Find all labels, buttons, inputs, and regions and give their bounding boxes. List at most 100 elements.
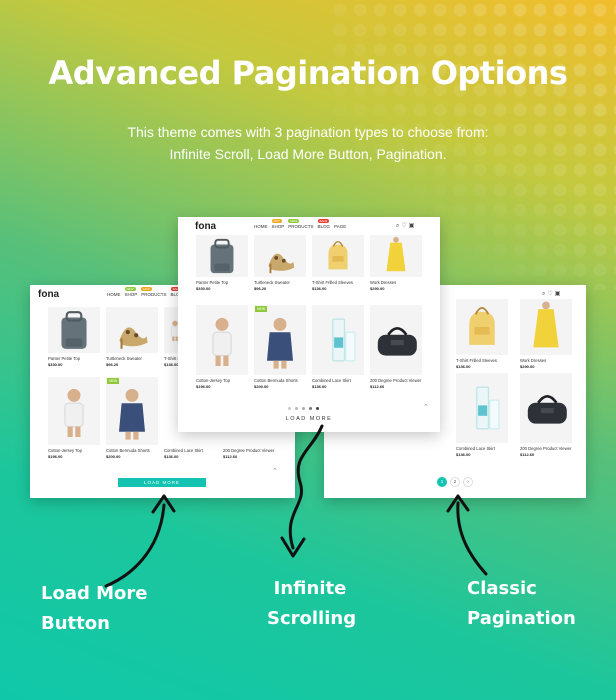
nav-tag-hot: HOT: [141, 287, 152, 291]
product-image[interactable]: [456, 373, 508, 443]
product-price: $136.00: [164, 362, 179, 367]
search-icon[interactable]: ⌕: [396, 222, 402, 229]
product-image[interactable]: [520, 373, 572, 443]
product-price: $196.00: [48, 454, 63, 459]
infinite-label-line2: Scrolling: [267, 608, 357, 629]
arrow-infinite: [288, 424, 324, 550]
heart-icon[interactable]: ♡: [547, 290, 555, 297]
product-price: $112.60: [223, 454, 238, 459]
product-image[interactable]: [312, 305, 364, 375]
product-price: $136.00: [456, 364, 471, 369]
load-more-button[interactable]: LOAD MORE: [118, 478, 206, 487]
page-title: Advanced Pagination Options: [48, 54, 568, 92]
product-name[interactable]: Work Dresses: [370, 280, 397, 285]
nav-home[interactable]: HOME: [254, 224, 268, 229]
product-image[interactable]: [370, 235, 422, 277]
infinite-label-line1: Infinite: [273, 578, 347, 599]
product-name[interactable]: Cotton Bermuda Shorts: [254, 378, 298, 383]
product-name[interactable]: 200 Degree Product Viewer: [370, 378, 422, 383]
loading-dot: [295, 407, 298, 410]
product-name[interactable]: Turtleneck Sweater: [254, 280, 290, 285]
product-price: $200.00: [254, 384, 269, 389]
product-price: $136.00: [456, 452, 471, 457]
classic-label: Classic Pagination: [467, 574, 576, 634]
product-name[interactable]: Combined Lace Skirt: [456, 446, 495, 451]
product-name[interactable]: Combined Lace Skirt: [164, 448, 203, 453]
product-image[interactable]: [196, 305, 248, 375]
product-price: $200.00: [106, 454, 121, 459]
product-name[interactable]: Panter Petite Top: [48, 356, 81, 361]
cart-icon[interactable]: ▣: [408, 222, 417, 229]
product-name[interactable]: Combined Lace Skirt: [312, 378, 351, 383]
header-icons: ⌕♡▣: [542, 290, 562, 298]
product-image[interactable]: [254, 305, 306, 375]
product-image[interactable]: [312, 235, 364, 277]
cart-icon[interactable]: ▣: [554, 290, 563, 297]
product-name[interactable]: Panter Petite Top: [196, 280, 229, 285]
product-name[interactable]: 200 Degree Product Viewer: [520, 446, 572, 451]
nav-page[interactable]: PAGE: [334, 224, 347, 229]
product-image[interactable]: [456, 299, 508, 355]
subtitle: This theme comes with 3 pagination types…: [0, 121, 616, 165]
page-2-button[interactable]: 2: [450, 477, 460, 487]
product-image[interactable]: [48, 307, 100, 353]
product-name[interactable]: Cotton-Jersey Top: [48, 448, 82, 453]
product-name[interactable]: 200 Degree Product Viewer: [223, 448, 275, 453]
product-image[interactable]: [254, 235, 306, 277]
scroll-top-icon[interactable]: ⌃: [423, 403, 429, 411]
product-price: $330.00: [196, 286, 211, 291]
nav-tag-sale: SALE: [317, 219, 330, 223]
product-name[interactable]: T-Shirt Frilled Sleeves: [456, 358, 497, 363]
product-name[interactable]: T-Shirt Frilled Sleeves: [312, 280, 353, 285]
product-price: $290.00: [370, 286, 385, 291]
product-name[interactable]: Cotton Bermuda Shorts: [106, 448, 150, 453]
next-page-button[interactable]: ›: [463, 477, 473, 487]
product-price: $112.60: [370, 384, 385, 389]
product-image[interactable]: [520, 299, 572, 355]
nav-tag-new: NEW: [288, 219, 300, 223]
product-name[interactable]: Turtleneck Sweater: [106, 356, 142, 361]
classic-label-line2: Pagination: [467, 608, 576, 629]
loading-dot: [302, 407, 305, 410]
product-image[interactable]: [106, 307, 158, 353]
arrow-load-more: [104, 503, 166, 588]
infinite-label: Infinite Scrolling: [267, 574, 357, 634]
product-price: $96.20: [106, 362, 119, 367]
load-more-label-line2: Button: [41, 613, 110, 634]
nav-tag-hot: HOT: [271, 219, 282, 223]
product-price: $330.00: [48, 362, 63, 367]
product-price: $136.00: [164, 454, 179, 459]
product-price: $196.00: [196, 384, 211, 389]
heart-icon[interactable]: ♡: [401, 222, 409, 229]
load-more-text[interactable]: LOAD MORE: [285, 416, 333, 422]
product-name[interactable]: Work Dresses: [520, 358, 547, 363]
new-badge: NEW: [255, 306, 268, 312]
arrow-load-more-head: [151, 494, 176, 514]
product-name[interactable]: Cotton-Jersey Top: [196, 378, 230, 383]
classic-label-line1: Classic: [467, 578, 537, 599]
loading-dot: [316, 407, 319, 410]
product-image[interactable]: [48, 377, 100, 445]
subtitle-line-2: Infinite Scroll, Load More Button, Pagin…: [169, 146, 447, 162]
new-badge: NEW: [107, 378, 120, 384]
product-price: $96.20: [254, 286, 267, 291]
product-image[interactable]: [196, 235, 248, 277]
nav-tag-new: NEW: [124, 287, 136, 291]
arrow-classic: [456, 501, 488, 576]
product-image[interactable]: [106, 377, 158, 445]
nav-home[interactable]: HOME: [107, 292, 121, 297]
nav-tag-sale: SALE: [170, 287, 183, 291]
search-icon[interactable]: ⌕: [542, 290, 548, 297]
page-1-button[interactable]: 1: [437, 477, 447, 487]
load-more-label-line1: Load More: [41, 583, 148, 604]
product-image[interactable]: [370, 305, 422, 375]
scroll-top-icon[interactable]: ⌃: [272, 467, 278, 475]
